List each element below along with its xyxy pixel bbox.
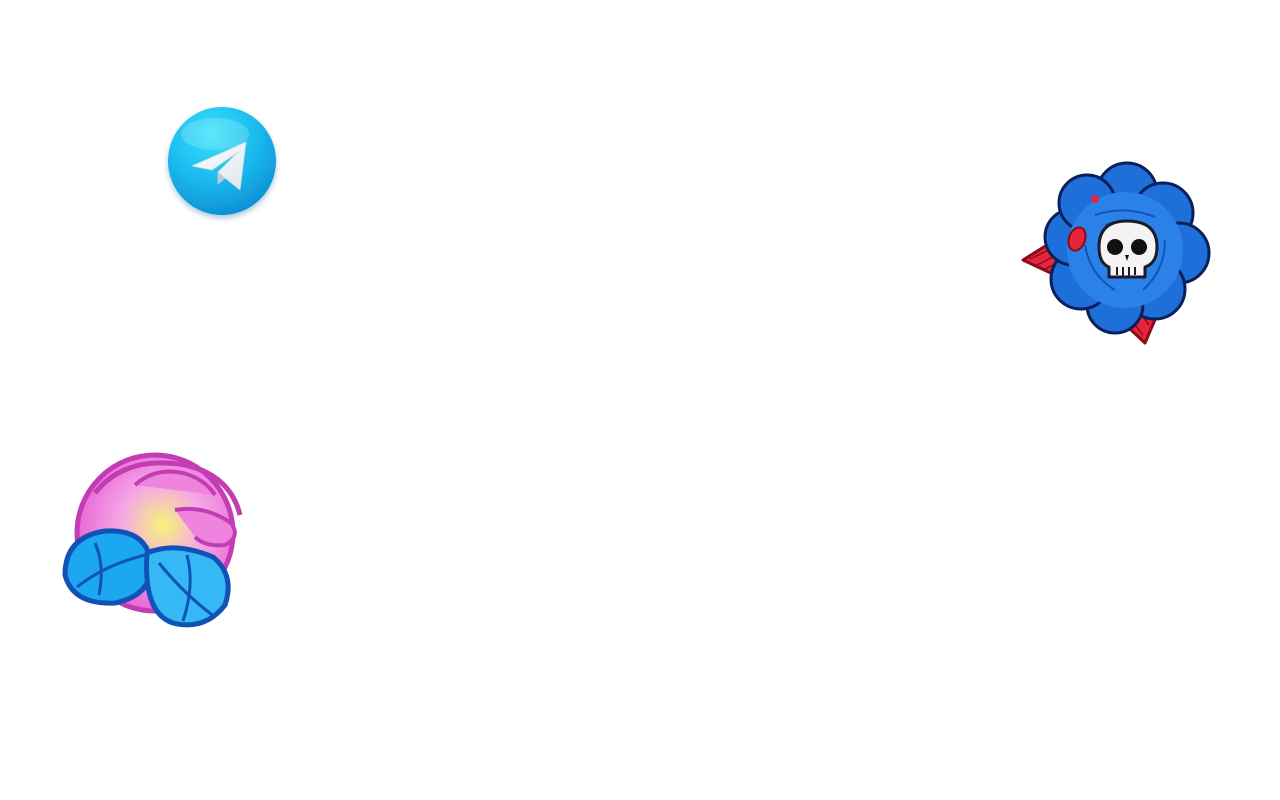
pink-blue-flower-sticker-icon[interactable] [55,445,255,640]
skull-flower-sticker-icon[interactable] [1015,155,1220,350]
telegram-logo-icon[interactable] [160,100,284,224]
